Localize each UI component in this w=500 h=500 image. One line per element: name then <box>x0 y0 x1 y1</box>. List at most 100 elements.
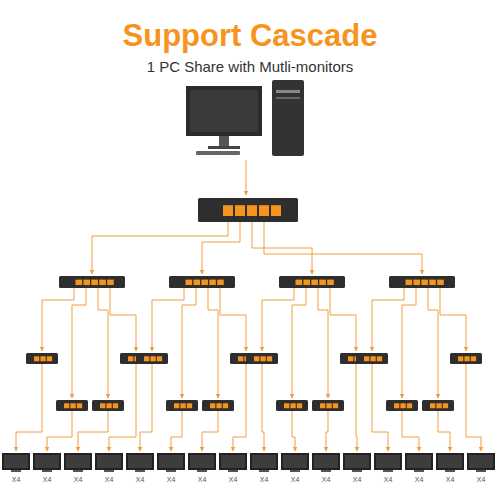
output-splitter <box>276 400 308 411</box>
port <box>174 403 179 408</box>
cable <box>233 364 246 451</box>
port <box>437 280 444 285</box>
monitor-stand <box>104 470 114 472</box>
port <box>223 205 233 216</box>
port <box>106 403 111 408</box>
port <box>100 403 105 408</box>
pc-monitor <box>186 86 262 136</box>
output-splitter <box>422 400 454 411</box>
port <box>471 356 476 361</box>
port <box>297 403 302 408</box>
port <box>150 356 155 361</box>
port <box>377 356 382 361</box>
port <box>47 356 52 361</box>
quantity-label: X4 <box>198 476 207 483</box>
monitor-stand <box>383 470 393 472</box>
port <box>394 403 399 408</box>
output-splitter <box>136 353 168 364</box>
cable <box>372 364 388 451</box>
port <box>407 403 412 408</box>
cable <box>292 411 295 451</box>
monitor-stand <box>290 470 300 472</box>
cable <box>262 288 294 351</box>
monitor-stand <box>352 470 362 472</box>
quantity-label: X4 <box>260 476 269 483</box>
port <box>209 280 216 285</box>
port <box>99 280 106 285</box>
output-splitter <box>202 400 234 411</box>
quantity-label: X4 <box>477 476 486 483</box>
monitor-stand <box>197 470 207 472</box>
cable <box>78 411 108 451</box>
port <box>311 280 318 285</box>
port <box>290 403 295 408</box>
display-monitor <box>405 453 433 470</box>
port <box>157 356 162 361</box>
quantity-label: X4 <box>229 476 238 483</box>
port <box>128 356 133 361</box>
output-splitter <box>26 353 58 364</box>
tower-drive <box>276 97 300 99</box>
port <box>400 403 405 408</box>
pc-illustration <box>186 80 304 156</box>
cable <box>372 288 404 351</box>
display-monitor <box>188 453 216 470</box>
display-monitor <box>436 453 464 470</box>
cable <box>356 364 357 451</box>
display-monitor <box>467 453 495 470</box>
monitor-screen <box>438 455 462 468</box>
cable <box>292 288 306 398</box>
monitor-screen <box>314 455 338 468</box>
port <box>348 356 353 361</box>
monitor-stand <box>135 470 145 472</box>
display-monitor <box>95 453 123 470</box>
port <box>333 403 338 408</box>
port <box>429 280 436 285</box>
cable <box>326 411 328 451</box>
tower-drive <box>276 90 300 93</box>
cable <box>438 411 450 451</box>
port <box>303 280 310 285</box>
output-splitter <box>312 400 344 411</box>
cable <box>220 288 246 351</box>
quantity-label: X4 <box>291 476 300 483</box>
monitor-stand <box>476 470 486 472</box>
monitor-screen <box>221 455 245 468</box>
monitor-base <box>208 146 240 149</box>
port <box>406 280 413 285</box>
port <box>210 403 215 408</box>
monitor-stand <box>11 470 21 472</box>
quantity-label: X4 <box>12 476 21 483</box>
cable <box>402 411 419 451</box>
output-splitter <box>356 353 388 364</box>
cable <box>202 411 218 451</box>
cable <box>42 288 74 351</box>
port <box>443 403 448 408</box>
cable <box>98 288 108 398</box>
port <box>271 205 281 216</box>
cable <box>208 288 218 398</box>
port <box>238 356 243 361</box>
output-splitter <box>386 400 418 411</box>
cable <box>262 364 264 451</box>
cable <box>47 411 72 451</box>
cable <box>318 288 328 398</box>
cable <box>466 364 481 451</box>
cascade-splitter <box>59 276 125 288</box>
port <box>76 280 83 285</box>
quantity-label: X4 <box>415 476 424 483</box>
monitor-screen <box>128 455 152 468</box>
display-monitor <box>64 453 92 470</box>
port <box>284 403 289 408</box>
cable <box>330 288 356 351</box>
port <box>144 356 149 361</box>
monitor-screen <box>469 455 493 468</box>
output-splitter <box>56 400 88 411</box>
port <box>320 403 325 408</box>
quantity-label: X4 <box>74 476 83 483</box>
quantity-label: X4 <box>322 476 331 483</box>
quantity-label: X4 <box>105 476 114 483</box>
cable <box>402 288 416 398</box>
monitor-stand <box>228 470 238 472</box>
display-monitor <box>157 453 185 470</box>
